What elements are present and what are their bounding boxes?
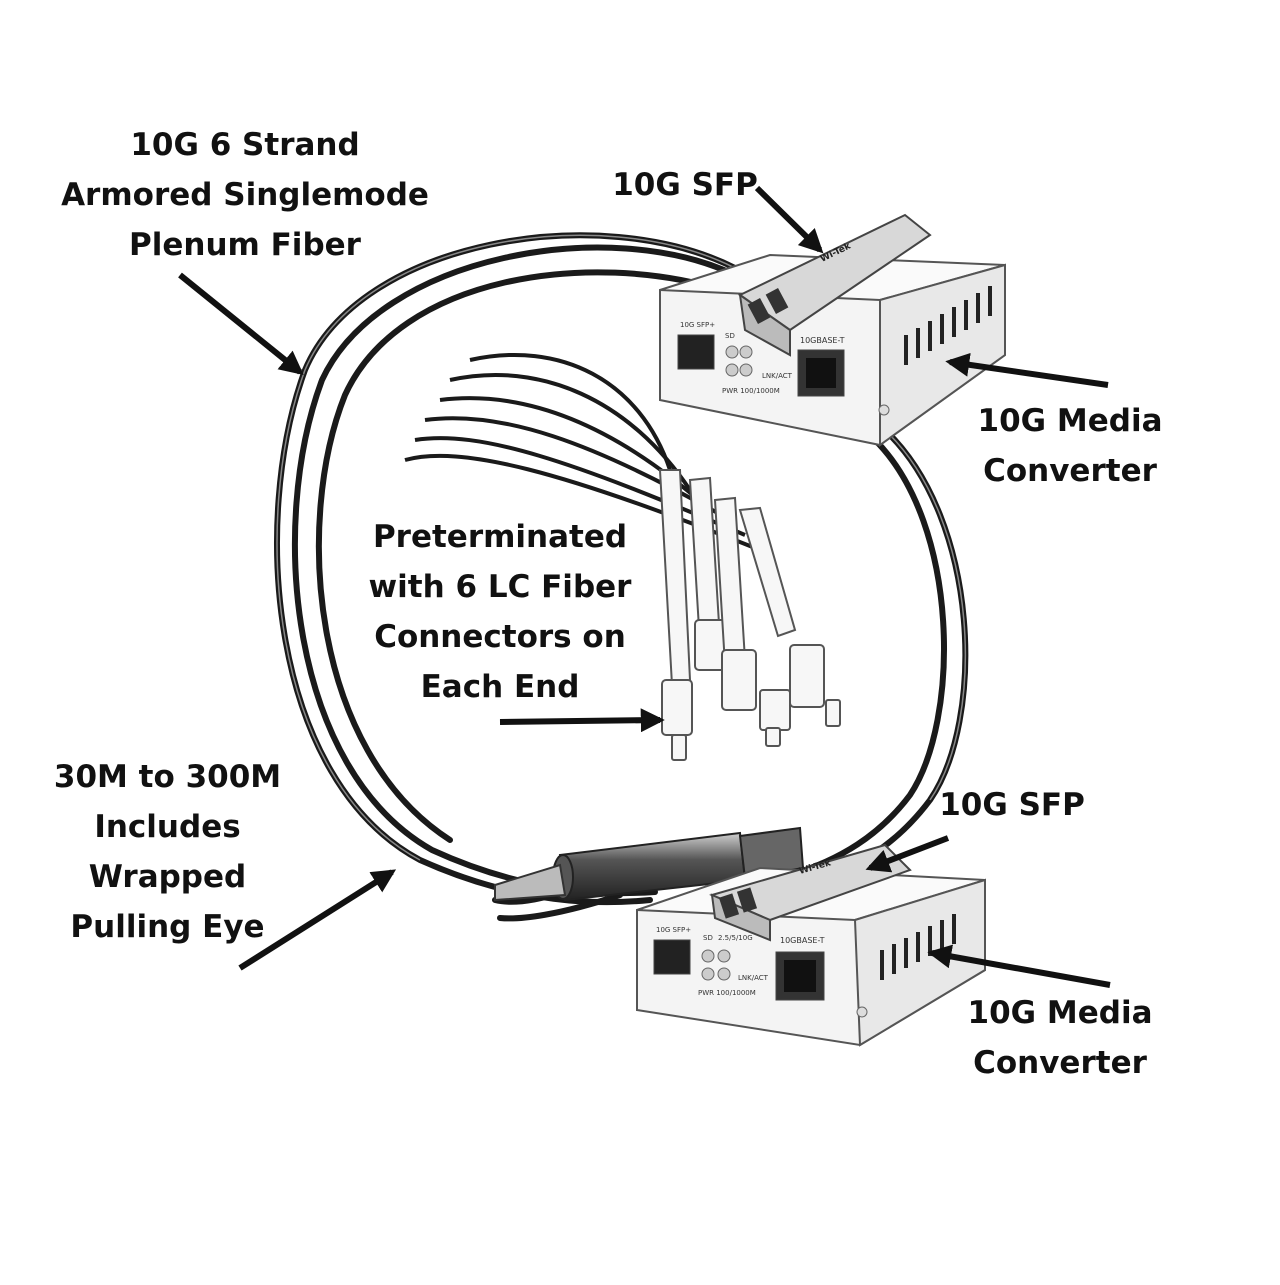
top-led-sd-label: SD: [725, 332, 735, 340]
label-length-line-3: Wrapped: [88, 859, 247, 895]
label-converter-bottom: 10G Media Converter: [945, 988, 1175, 1088]
label-length: 30M to 300M Includes Wrapped Pulling Eye: [30, 752, 305, 952]
arrow-converter-top: [945, 352, 1109, 388]
callout-arrows: [178, 185, 1111, 988]
pulling-eye: [494, 826, 805, 902]
label-converter-bottom-line-2: Converter: [973, 1045, 1147, 1081]
cable-jacket-highlight: [276, 234, 967, 861]
top-port-rj45-label: 10GBASE-T: [800, 336, 845, 345]
bottom-led-pwr-label: PWR 100/1000M: [698, 989, 756, 997]
label-sfp-top: 10G SFP: [595, 160, 775, 210]
label-connectors: Preterminated with 6 LC Fiber Connectors…: [350, 512, 650, 712]
top-port-sfp-label: 10G SFP+: [680, 321, 715, 329]
label-converter-bottom-line-1: 10G Media: [967, 995, 1153, 1031]
label-fiber-line-2: Armored Singlemode: [61, 177, 429, 213]
top-led-link-label: LNK/ACT: [762, 372, 793, 380]
bottom-led-sd-label: SD: [703, 934, 713, 942]
bottom-port-sfp-label: 10G SFP+: [656, 926, 691, 934]
lc-connectors: [658, 469, 841, 761]
label-sfp-bottom-text: 10G SFP: [939, 787, 1085, 823]
label-fiber-line-3: Plenum Fiber: [129, 227, 361, 263]
top-led-pwr-label: PWR 100/1000M: [722, 387, 780, 395]
bottom-led-speed-label: 2.5/5/10G: [718, 934, 753, 942]
label-fiber-line-1: 10G 6 Strand: [130, 127, 360, 163]
arrow-converter-bottom: [927, 944, 1111, 988]
arrow-length: [238, 869, 397, 971]
label-length-line-2: Includes: [94, 809, 241, 845]
arrow-sfp-bottom: [865, 835, 950, 873]
label-converter-top: 10G Media Converter: [955, 396, 1185, 496]
arrow-sfp-top: [754, 185, 824, 254]
label-connectors-line-1: Preterminated: [372, 519, 628, 555]
sfp-module-top: Wi-Tek: [738, 213, 932, 357]
arrow-fiber: [178, 272, 304, 376]
bottom-port-rj45-label: 10GBASE-T: [780, 936, 825, 945]
label-length-line-4: Pulling Eye: [70, 909, 265, 945]
label-connectors-line-2: with 6 LC Fiber: [368, 569, 632, 605]
label-length-line-1: 30M to 300M: [53, 759, 282, 795]
label-converter-top-line-2: Converter: [983, 453, 1157, 489]
label-connectors-line-4: Each End: [420, 669, 580, 705]
label-sfp-top-text: 10G SFP: [612, 167, 758, 203]
label-converter-top-line-1: 10G Media: [977, 403, 1163, 439]
label-fiber: 10G 6 Strand Armored Singlemode Plenum F…: [40, 120, 450, 270]
label-connectors-line-3: Connectors on: [374, 619, 626, 655]
arrow-connectors: [499, 708, 665, 733]
label-sfp-bottom: 10G SFP: [922, 780, 1102, 830]
sfp-module-bottom: Wi-Tek: [709, 843, 912, 942]
bottom-led-link-label: LNK/ACT: [738, 974, 769, 982]
